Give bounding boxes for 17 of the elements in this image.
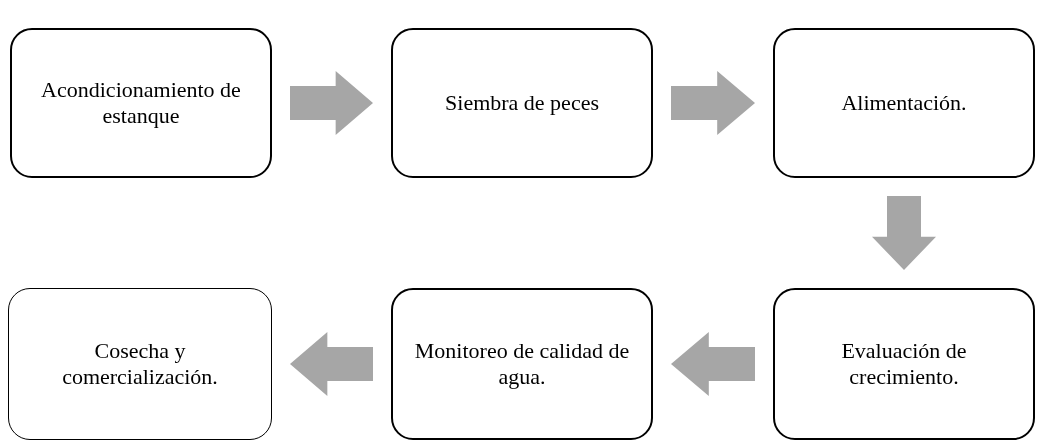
step-label: Monitoreo de calidad de agua.	[413, 337, 631, 391]
step-label: Cosecha y comercialización.	[61, 337, 219, 391]
block-arrow	[290, 332, 373, 396]
block-arrow	[671, 71, 755, 135]
process-box	[391, 28, 653, 178]
process-box	[10, 28, 272, 178]
step-label: Evaluación de crecimiento.	[840, 337, 968, 391]
block-arrow	[872, 196, 936, 270]
process-box	[773, 288, 1035, 440]
step-label: Alimentación.	[840, 89, 968, 117]
process-box	[773, 28, 1035, 178]
block-arrow	[671, 332, 755, 396]
process-box	[391, 288, 653, 440]
process-box	[8, 288, 272, 440]
step-label: Siembra de peces	[444, 89, 600, 117]
block-arrow	[290, 71, 373, 135]
step-label: Acondicionamiento de estanque	[40, 76, 242, 130]
